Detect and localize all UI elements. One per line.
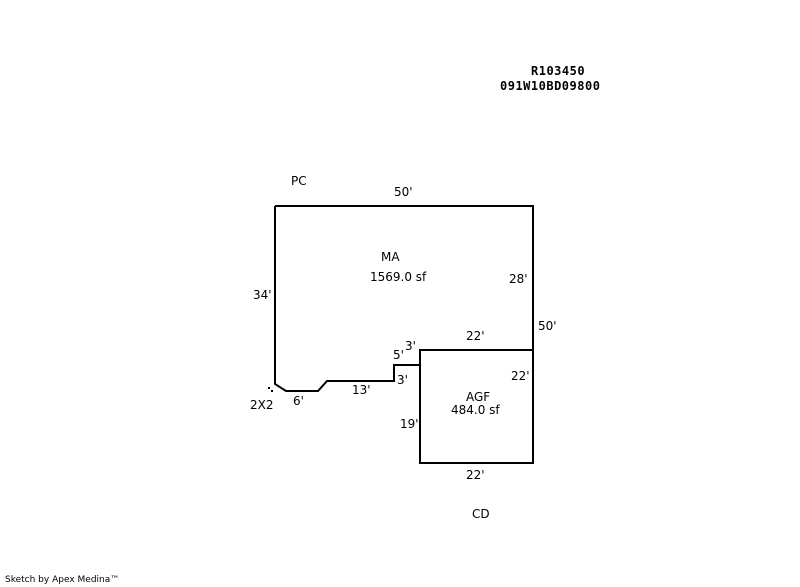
parcel-id: R103450 (531, 64, 586, 78)
sketch-credit: Sketch by Apex Medina™ (5, 575, 120, 585)
dim-main-right-upper: 28' (509, 272, 528, 286)
main-area-code: MA (381, 250, 400, 264)
dim-step-horizontal-bottom: 3' (397, 373, 408, 387)
dim-garage-top: 22' (466, 329, 485, 343)
garage-area-code: AGF (466, 390, 491, 404)
dim-step-vertical: 5' (393, 348, 404, 362)
garage-outline (419, 349, 534, 464)
dim-right-total: 50' (538, 319, 557, 333)
main-area-outline (274, 205, 534, 392)
map-tax-lot: 091W10BD09800 (500, 79, 601, 93)
dim-garage-left: 19' (400, 417, 419, 431)
post-marker (268, 387, 273, 392)
dim-bottom-run: 13' (352, 383, 371, 397)
garage-area-size: 484.0 sf (451, 403, 500, 417)
dim-main-top: 50' (394, 185, 413, 199)
main-area-size: 1569.0 sf (370, 270, 427, 284)
post-label: 2X2 (250, 398, 274, 412)
dim-garage-bottom: 22' (466, 468, 485, 482)
dim-step-horizontal-top: 3' (405, 339, 416, 353)
deck-label: CD (472, 507, 490, 521)
porch-label: PC (291, 174, 307, 188)
dim-bottom-angle: 6' (293, 394, 304, 408)
dim-garage-right: 22' (511, 369, 530, 383)
dim-main-left: 34' (253, 288, 272, 302)
